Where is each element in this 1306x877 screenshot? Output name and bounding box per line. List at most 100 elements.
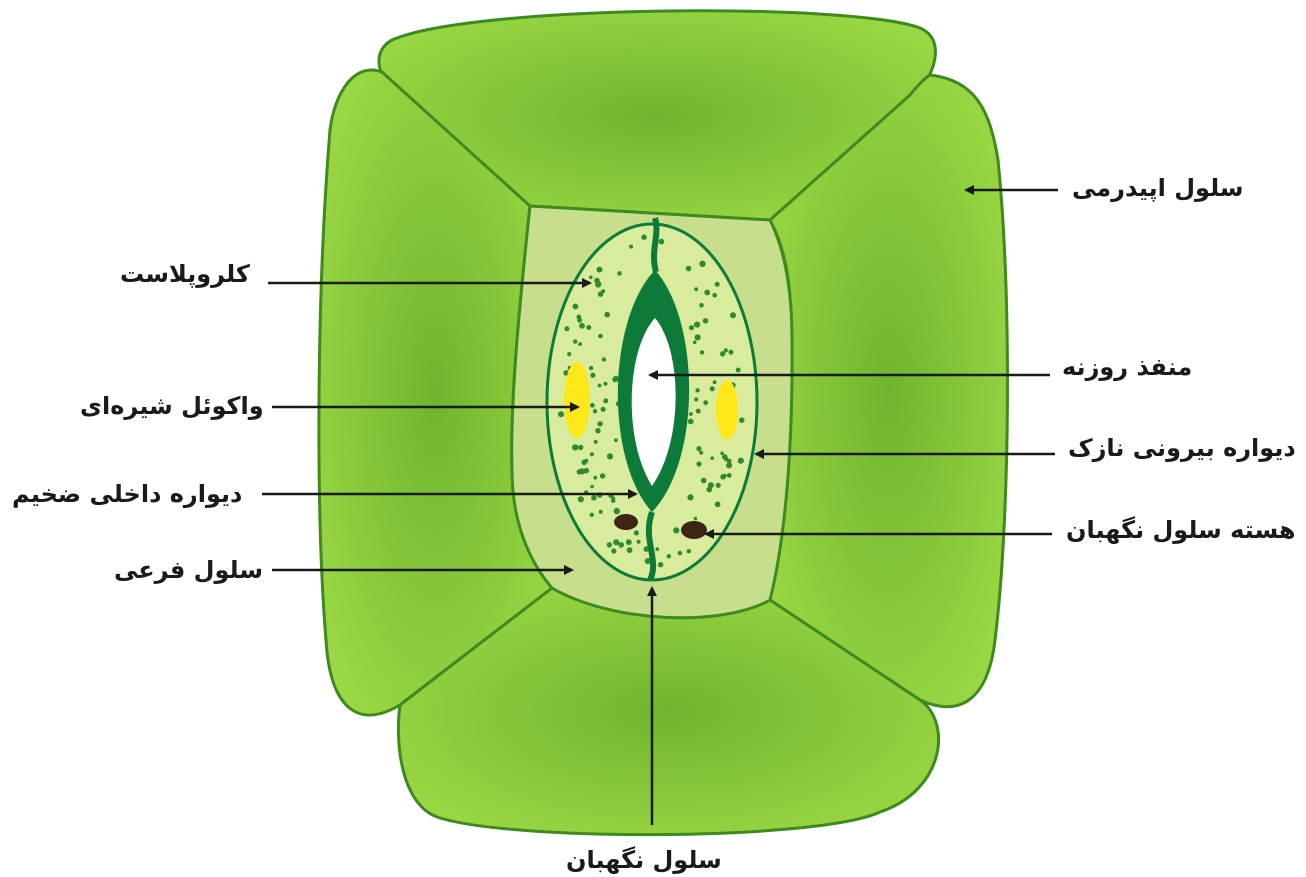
chloroplast-dot: [627, 547, 633, 553]
chloroplast-dot: [617, 271, 622, 276]
chloroplast-dot: [613, 539, 619, 545]
chloroplast-dot: [614, 508, 620, 514]
chloroplast-dot: [593, 476, 597, 480]
guard-cell-nucleus-right: [681, 521, 707, 539]
chloroplast-dot: [699, 451, 703, 455]
chloroplast-dot: [577, 469, 582, 474]
label-thin-outer-wall: دیواره بیرونی نازک: [1068, 436, 1296, 460]
chloroplast-dot: [699, 303, 704, 308]
chloroplast-dot: [564, 326, 569, 331]
chloroplast-dot: [590, 513, 594, 517]
label-thick-inner-wall: دیواره داخلی ضخیم: [12, 482, 242, 506]
chloroplast-dot: [712, 293, 717, 298]
chloroplast-dot: [703, 318, 708, 323]
chloroplast-dot: [578, 445, 583, 450]
label-sap-vacuole: واکوئل شیره‌ای: [80, 394, 264, 418]
label-guard-cell-nucleus: هسته سلول نگهبان: [1066, 518, 1296, 542]
label-stomatal-pore: منفذ روزنه: [1062, 355, 1192, 379]
chloroplast-dot: [715, 501, 721, 507]
chloroplast-dot: [593, 409, 597, 413]
chloroplast-dot: [659, 239, 665, 245]
chloroplast-dot: [678, 551, 683, 556]
chloroplast-dot: [699, 261, 705, 267]
chloroplast-dot: [694, 517, 698, 521]
chloroplast-dot: [693, 340, 697, 344]
chloroplast-dot: [599, 510, 603, 514]
chloroplast-dot: [637, 540, 641, 544]
chloroplast-dot: [598, 334, 603, 339]
chloroplast-dot: [601, 407, 606, 412]
chloroplast-dot: [658, 562, 663, 567]
chloroplast-dot: [634, 530, 639, 535]
chloroplast-dot: [581, 460, 587, 466]
chloroplast-dot: [730, 312, 736, 318]
chloroplast-dot: [586, 325, 591, 330]
chloroplast-dot: [604, 312, 610, 318]
chloroplast-dot: [590, 485, 594, 489]
chloroplast-dot: [720, 351, 725, 356]
chloroplast-dot: [713, 380, 717, 384]
chloroplast-dot: [598, 384, 602, 388]
chloroplast-dot: [694, 397, 698, 401]
chloroplast-dot: [590, 403, 595, 408]
chloroplast-dot: [655, 547, 659, 551]
chloroplast-dot: [614, 438, 618, 442]
chloroplast-dot: [597, 267, 603, 273]
chloroplast-dot: [695, 334, 701, 340]
chloroplast-dot: [578, 342, 582, 346]
chloroplast-dot: [589, 366, 593, 370]
chloroplast-dot: [603, 398, 608, 403]
chloroplast-dot: [696, 461, 701, 466]
chloroplast-dot: [720, 474, 726, 480]
chloroplast-dot: [590, 373, 595, 378]
chloroplast-dot: [579, 323, 585, 329]
chloroplast-dot: [595, 281, 601, 287]
chloroplast-dot: [595, 428, 600, 433]
chloroplast-dot: [720, 452, 724, 456]
chloroplast-dot: [739, 418, 744, 423]
sap-vacuole-left: [564, 362, 590, 438]
chloroplast-dot: [696, 446, 701, 451]
chloroplast-dot: [594, 440, 598, 444]
chloroplast-dot: [715, 282, 720, 287]
chloroplast-dot: [688, 419, 694, 425]
chloroplast-dot: [603, 382, 607, 386]
label-chloroplast: کلروپلاست: [120, 262, 250, 286]
chloroplast-dot: [667, 554, 671, 558]
chloroplast-dot: [738, 458, 744, 464]
chloroplast-dot: [689, 412, 693, 416]
chloroplast-dot: [590, 452, 594, 456]
chloroplast-dot: [726, 462, 732, 468]
chloroplast-dot: [689, 325, 694, 330]
chloroplast-dot: [607, 542, 612, 547]
chloroplast-dot: [597, 421, 602, 426]
chloroplast-dot: [589, 276, 593, 280]
sap-vacuole-right: [716, 380, 738, 440]
chloroplast-dot: [629, 245, 633, 249]
chloroplast-dot: [573, 339, 577, 343]
chloroplast-dot: [578, 496, 584, 502]
chloroplast-dot: [686, 266, 692, 272]
guard-cell-nucleus-left: [614, 514, 638, 530]
chloroplast-dot: [696, 409, 701, 414]
chloroplast-dot: [591, 495, 597, 501]
label-subsidiary-cell: سلول فرعی: [114, 558, 263, 582]
chloroplast-dot: [577, 318, 582, 323]
chloroplast-dot: [641, 235, 646, 240]
chloroplast-dot: [729, 350, 734, 355]
chloroplast-dot: [558, 411, 564, 417]
chloroplast-dot: [694, 287, 698, 291]
chloroplast-dot: [687, 549, 691, 553]
chloroplast-dot: [567, 352, 571, 356]
chloroplast-dot: [722, 454, 728, 460]
chloroplast-dot: [611, 498, 616, 503]
chloroplast-dot: [710, 386, 715, 391]
chloroplast-dot: [572, 444, 578, 450]
chloroplast-dot: [727, 473, 732, 478]
chloroplast-dot: [701, 478, 707, 484]
chloroplast-dot: [703, 400, 708, 405]
chloroplast-dot: [607, 453, 613, 459]
chloroplast-dot: [695, 388, 699, 392]
label-guard-cell: سلول نگهبان: [566, 848, 722, 872]
chloroplast-dot: [618, 542, 624, 548]
